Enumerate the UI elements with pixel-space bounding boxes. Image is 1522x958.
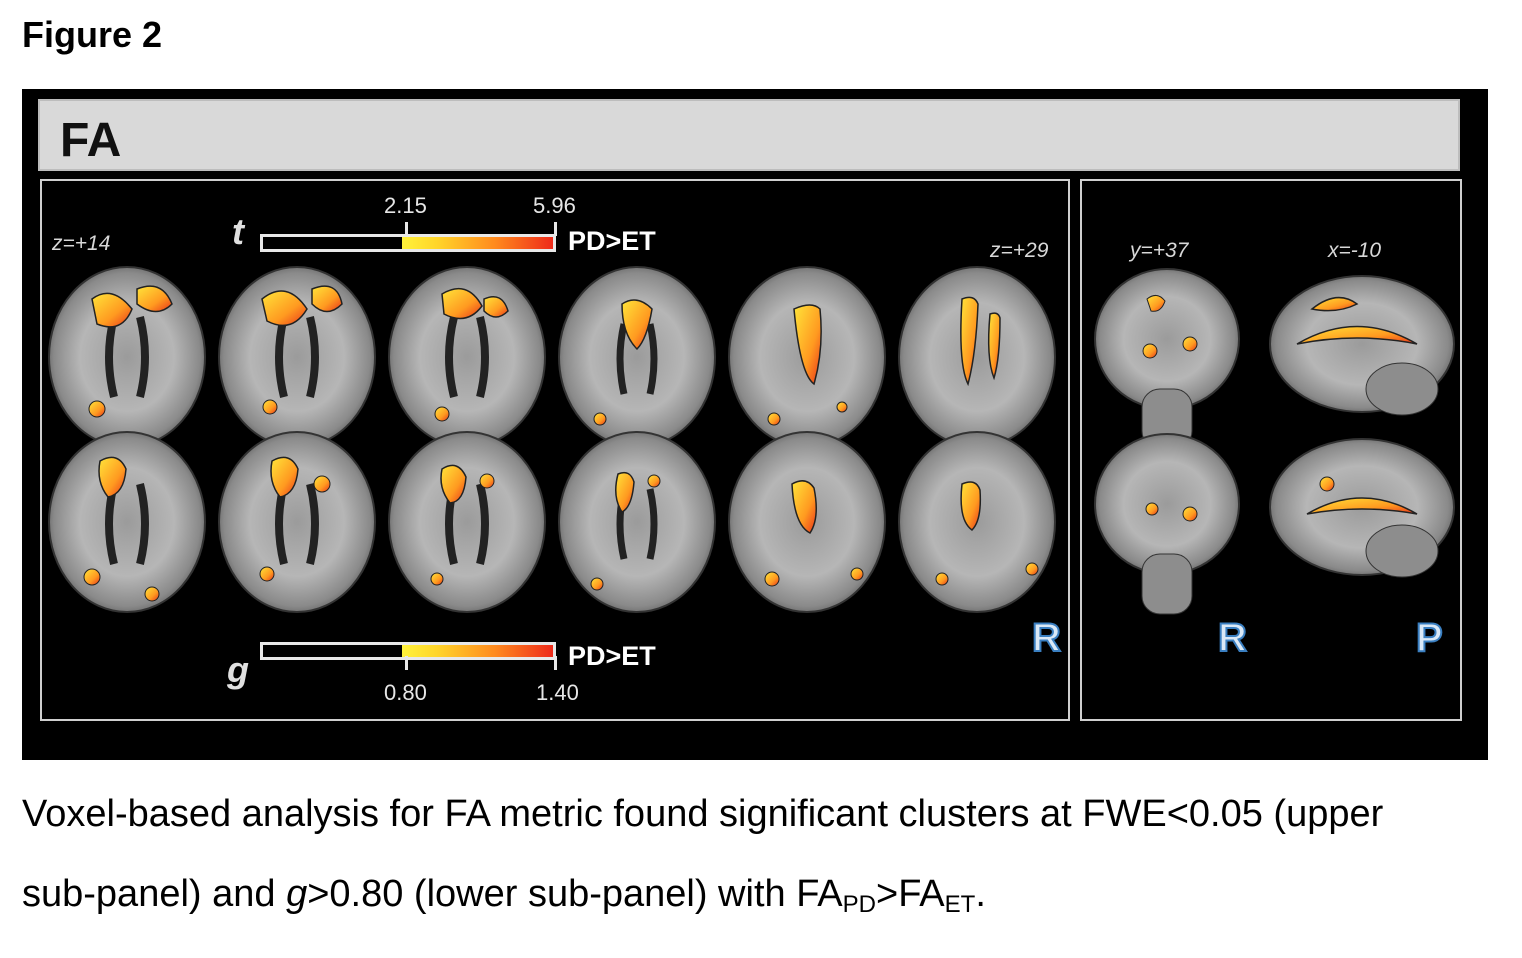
axial-box (40, 179, 1070, 721)
t-bar-max-tick (554, 222, 557, 236)
t-bar-max: 5.96 (533, 193, 576, 218)
g-bar-min-tick (405, 656, 408, 670)
caption-part-a: sub-panel) and (22, 873, 287, 915)
caption-gt: >FA (876, 873, 945, 915)
axial-slice-r1-c2 (218, 266, 376, 448)
axial-slice-r1-c3 (388, 266, 546, 448)
g-stat-label: g (227, 649, 249, 690)
orientation-axial: R (1031, 615, 1062, 661)
axial-slice-r2-c5 (728, 431, 886, 613)
t-bar-min: 2.15 (384, 193, 427, 218)
t-bar-label: PD>ET (568, 226, 656, 256)
axial-slice-r2-c1 (48, 431, 206, 613)
axial-slice-r1-c4 (558, 266, 716, 448)
orientation-sagittal: P (1415, 615, 1444, 661)
caption-line-2: sub-panel) and g>0.80 (lower sub-panel) … (22, 875, 986, 917)
axial-slice-r1-c6 (898, 266, 1056, 448)
sagittal-slice-upper (1269, 275, 1455, 416)
panel-header-label: FA (60, 114, 122, 167)
g-bar-max: 1.40 (536, 680, 579, 705)
sagittal-slice-lower (1269, 438, 1455, 578)
figure-panel: FA (22, 89, 1488, 760)
g-bar-label: PD>ET (568, 641, 656, 671)
caption-g: g (286, 873, 308, 915)
caption-end: . (975, 873, 986, 915)
g-bar-min: 0.80 (384, 680, 427, 705)
caption-part-b: >0.80 (lower sub-panel) with FA (307, 873, 843, 915)
coronal-slice-upper (1094, 268, 1240, 450)
axial-slice-r2-c4 (558, 431, 716, 613)
brain-slices (48, 266, 1455, 615)
axial-label-left: z=+14 (52, 232, 111, 255)
panel-header: FA (38, 99, 1460, 171)
coronal-sagittal-box (1080, 179, 1462, 721)
orientation-coronal: R (1217, 615, 1248, 661)
axial-slice-r1-c5 (728, 266, 886, 448)
axial-label-right: z=+29 (990, 239, 1049, 262)
axial-slice-r2-c2 (218, 431, 376, 613)
caption-line-1: Voxel-based analysis for FA metric found… (22, 793, 1384, 835)
coronal-label: y=+37 (1130, 239, 1189, 262)
t-colorbar (260, 234, 556, 252)
caption-sub-pd: PD (842, 891, 876, 918)
t-stat-label: t (232, 211, 244, 252)
g-bar-max-tick (554, 656, 557, 670)
figure-title: Figure 2 (22, 14, 163, 55)
sagittal-label: x=-10 (1328, 239, 1382, 262)
t-bar-min-tick (405, 222, 408, 236)
coronal-slice-lower (1094, 433, 1240, 615)
caption-sub-et: ET (944, 891, 976, 918)
axial-slice-r1-c1 (48, 266, 206, 448)
axial-slice-r2-c6 (898, 431, 1056, 613)
axial-slice-r2-c3 (388, 431, 546, 613)
g-colorbar (260, 642, 556, 660)
